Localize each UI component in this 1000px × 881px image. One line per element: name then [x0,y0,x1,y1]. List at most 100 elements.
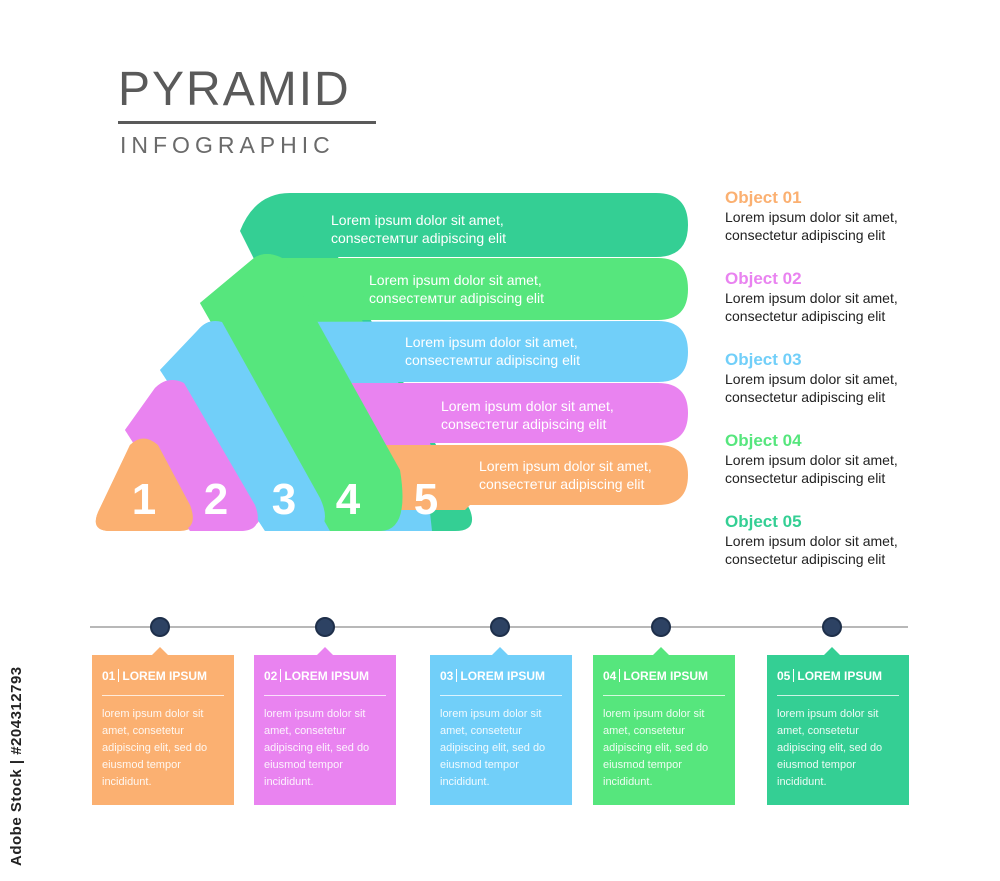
pyramid-front-3 [160,321,325,531]
band-5-text: Lorem ipsum dolor sit amet, consecтeмтur… [331,211,506,247]
card-3-line-4: eiusmod tempor [440,759,519,771]
card-3-line-3: adipiscing elit, sed do [440,742,546,754]
card-3-divider [456,669,458,682]
card-1-body: lorem ipsum dolor sit amet, consetetur a… [102,706,224,791]
card-5-line-1: lorem ipsum dolor sit [777,708,879,720]
band-5-number: 5 [413,475,439,524]
card-5-num: 05 [777,669,791,683]
card-5-pointer [824,647,840,655]
object-1-title: Object 01 [725,188,802,207]
card-2-body: lorem ipsum dolor sit amet, consetetur a… [264,706,386,791]
card-5-title: LOREM IPSUM [797,669,883,683]
card-2-line-4: eiusmod tempor [264,759,343,771]
card-2-line-1: lorem ipsum dolor sit [264,708,366,720]
object-2-desc: Lorem ipsum dolor sit amet, consectetur … [725,289,995,325]
object-item-4: Object 04 Lorem ipsum dolor sit amet, co… [725,431,995,487]
band-4-text: Lorem ipsum dolor sit amet, consecтeмтur… [369,271,544,307]
object-3-line2: consectetur adipiscing elit [725,389,886,405]
card-5-divider [793,669,795,682]
timeline-dot-1 [150,617,170,637]
card-2-line-3: adipiscing elit, sed do [264,742,370,754]
timeline-card-4: 04 LOREM IPSUM lorem ipsum dolor sit amet… [593,647,735,805]
card-1-line-3: adipiscing elit, sed do [102,742,208,754]
band-4-line2: consecтeмтur adipiscing elit [369,290,544,306]
object-1-line2: consectetur adipiscing elit [725,227,886,243]
band-5-line2: consecтeмтur adipiscing elit [331,230,506,246]
band-3-line1: Lorem ipsum dolor sit amet, [405,334,578,350]
object-2-line1: Lorem ipsum dolor sit amet, [725,290,898,306]
card-4-body: lorem ipsum dolor sit amet, consetetur a… [603,706,725,791]
card-4-line-3: adipiscing elit, sed do [603,742,709,754]
band-2-text: Lorem ipsum dolor sit amet, consecтeтur … [441,397,614,433]
card-5-body: lorem ipsum dolor sit amet, consetetur a… [777,706,899,791]
card-4-title: LOREM IPSUM [623,669,709,683]
pyramid-front-2 [125,379,258,531]
card-5-line-2: amet, consetetur [777,725,859,737]
stock-id-watermark: Adobe Stock | #204312793 [8,666,25,866]
band-2-line1: Lorem ipsum dolor sit amet, [441,398,614,414]
card-4-num: 04 [603,669,617,683]
card-3-title: LOREM IPSUM [460,669,546,683]
band-1-line1: Lorem ipsum dolor sit amet, [479,458,652,474]
object-item-3: Object 03 Lorem ipsum dolor sit amet, co… [725,350,995,406]
object-1-desc: Lorem ipsum dolor sit amet, consectetur … [725,208,995,244]
card-1-line-2: amet, consetetur [102,725,184,737]
timeline-dot-5 [822,617,842,637]
card-3-body: lorem ipsum dolor sit amet, consetetur a… [440,706,562,791]
card-4-pointer [653,647,669,655]
object-3-title: Object 03 [725,350,802,369]
object-4-line2: consectetur adipiscing elit [725,470,886,486]
object-4-title: Object 04 [725,431,802,450]
object-5-title: Object 05 [725,512,802,531]
pyramid-front-4 [200,254,403,531]
band-3-text: Lorem ipsum dolor sit amet, consecтeмтur… [405,333,580,369]
card-1-line-1: lorem ipsum dolor sit [102,708,204,720]
card-2-num: 02 [264,669,278,683]
band-3-number: 3 [271,475,297,524]
card-2-line-2: amet, consetetur [264,725,346,737]
object-2-title: Object 02 [725,269,802,288]
card-3-num: 03 [440,669,454,683]
card-3-rule [440,695,562,696]
band-4-line1: Lorem ipsum dolor sit amet, [369,272,542,288]
card-3-heading: 03 LOREM IPSUM [440,668,562,684]
card-1-divider [118,669,120,682]
timeline-card-3: 03 LOREM IPSUM lorem ipsum dolor sit amet… [430,647,572,805]
band-5-line1: Lorem ipsum dolor sit amet, [331,212,504,228]
object-item-1: Object 01 Lorem ipsum dolor sit amet, co… [725,188,995,244]
band-3-line2: consecтeмтur adipiscing elit [405,352,580,368]
card-4-line-4: eiusmod tempor [603,759,682,771]
timeline-dot-3 [490,617,510,637]
timeline-dot-2 [315,617,335,637]
card-2-rule [264,695,386,696]
card-5-line-5: incididunt. [777,776,827,788]
card-4-rule [603,695,725,696]
card-4-heading: 04 LOREM IPSUM [603,668,725,684]
card-4-line-1: lorem ipsum dolor sit [603,708,705,720]
infographic-subtitle: INFOGRAPHIC [120,132,335,158]
object-5-line2: consectetur adipiscing elit [725,551,886,567]
object-5-line1: Lorem ipsum dolor sit amet, [725,533,898,549]
band-1-number: 1 [131,475,157,524]
object-item-2: Object 02 Lorem ipsum dolor sit amet, co… [725,269,995,325]
card-2-line-5: incididunt. [264,776,314,788]
object-4-line1: Lorem ipsum dolor sit amet, [725,452,898,468]
card-3-line-5: incididunt. [440,776,490,788]
band-1-line2: consecтeтur adipiscing elit [479,476,645,492]
card-4-divider [619,669,621,682]
card-2-divider [280,669,282,682]
card-1-rule [102,695,224,696]
object-3-desc: Lorem ipsum dolor sit amet, consectetur … [725,370,995,406]
object-5-desc: Lorem ipsum dolor sit amet, consectetur … [725,532,995,568]
card-3-line-2: amet, consetetur [440,725,522,737]
card-5-line-3: adipiscing elit, sed do [777,742,883,754]
band-4-number: 4 [335,475,361,524]
card-1-pointer [152,647,168,655]
card-3-line-1: lorem ipsum dolor sit [440,708,542,720]
infographic-title: PYRAMID [118,63,351,116]
timeline-card-5: 05 LOREM IPSUM lorem ipsum dolor sit amet… [767,647,909,805]
card-3-pointer [492,647,508,655]
